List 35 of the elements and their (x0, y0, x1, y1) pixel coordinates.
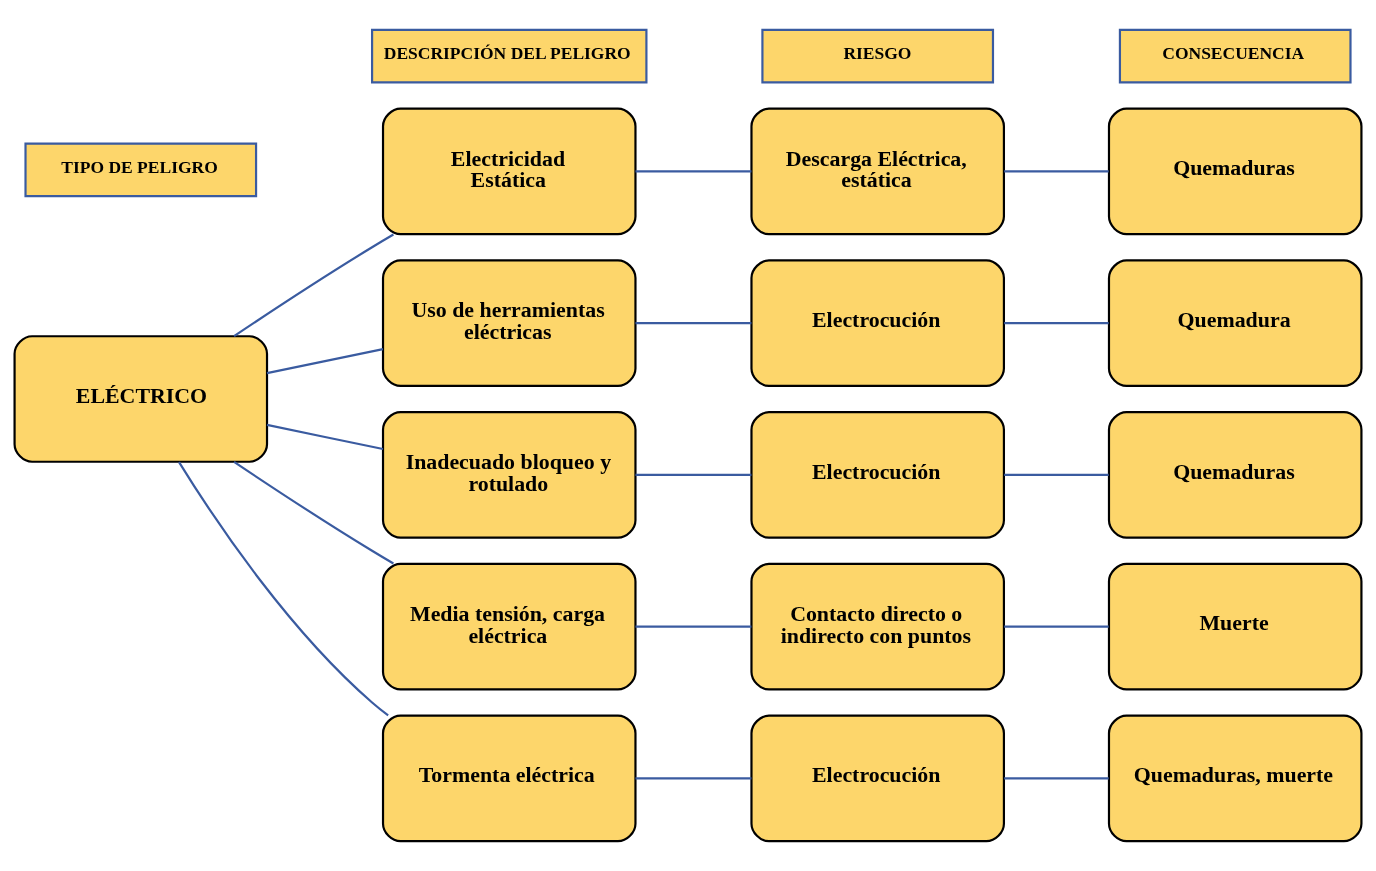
node-box: TIPO DE PELIGRO (24, 142, 258, 198)
connector (635, 170, 752, 173)
connector (1004, 625, 1109, 628)
connector (1004, 322, 1109, 325)
connector (1004, 170, 1109, 173)
connector (178, 461, 389, 717)
node-box: Uso de herramientas eléctricas (381, 259, 637, 387)
connector (266, 423, 384, 451)
node-box: Descarga Eléctrica, estática (750, 107, 1005, 236)
node-box: Quemaduras, muerte (1107, 714, 1363, 843)
node-box: ELÉCTRICO (13, 335, 269, 463)
connector (635, 322, 752, 325)
node-box: Quemadura (1107, 259, 1363, 387)
node-box: Electrocución (750, 259, 1005, 387)
connector (233, 233, 394, 338)
node-box: CONSECUENCIA (1118, 28, 1352, 84)
connector (233, 460, 394, 565)
node-box: Electricidad Estática (381, 107, 637, 236)
node-box: Electrocución (750, 714, 1005, 843)
connector (635, 473, 752, 476)
connector (1004, 777, 1109, 780)
node-box: Quemaduras (1107, 107, 1363, 236)
node-box: Inadecuado bloqueo y rotulado (381, 411, 637, 539)
node-box: Electrocución (750, 411, 1005, 539)
node-box: Tormenta eléctrica (381, 714, 637, 843)
connector (266, 348, 384, 375)
node-box: RIESGO (761, 28, 995, 84)
node-box: Quemaduras (1107, 411, 1363, 539)
node-box: Contacto directo o indirecto con puntos (750, 562, 1005, 691)
connector (635, 625, 752, 628)
node-box: Media tensión, carga eléctrica (381, 562, 637, 691)
connector (635, 777, 752, 780)
node-box: DESCRIPCIÓN DEL PELIGRO (371, 28, 648, 84)
node-box: Muerte (1107, 562, 1363, 691)
connector (1004, 473, 1109, 476)
